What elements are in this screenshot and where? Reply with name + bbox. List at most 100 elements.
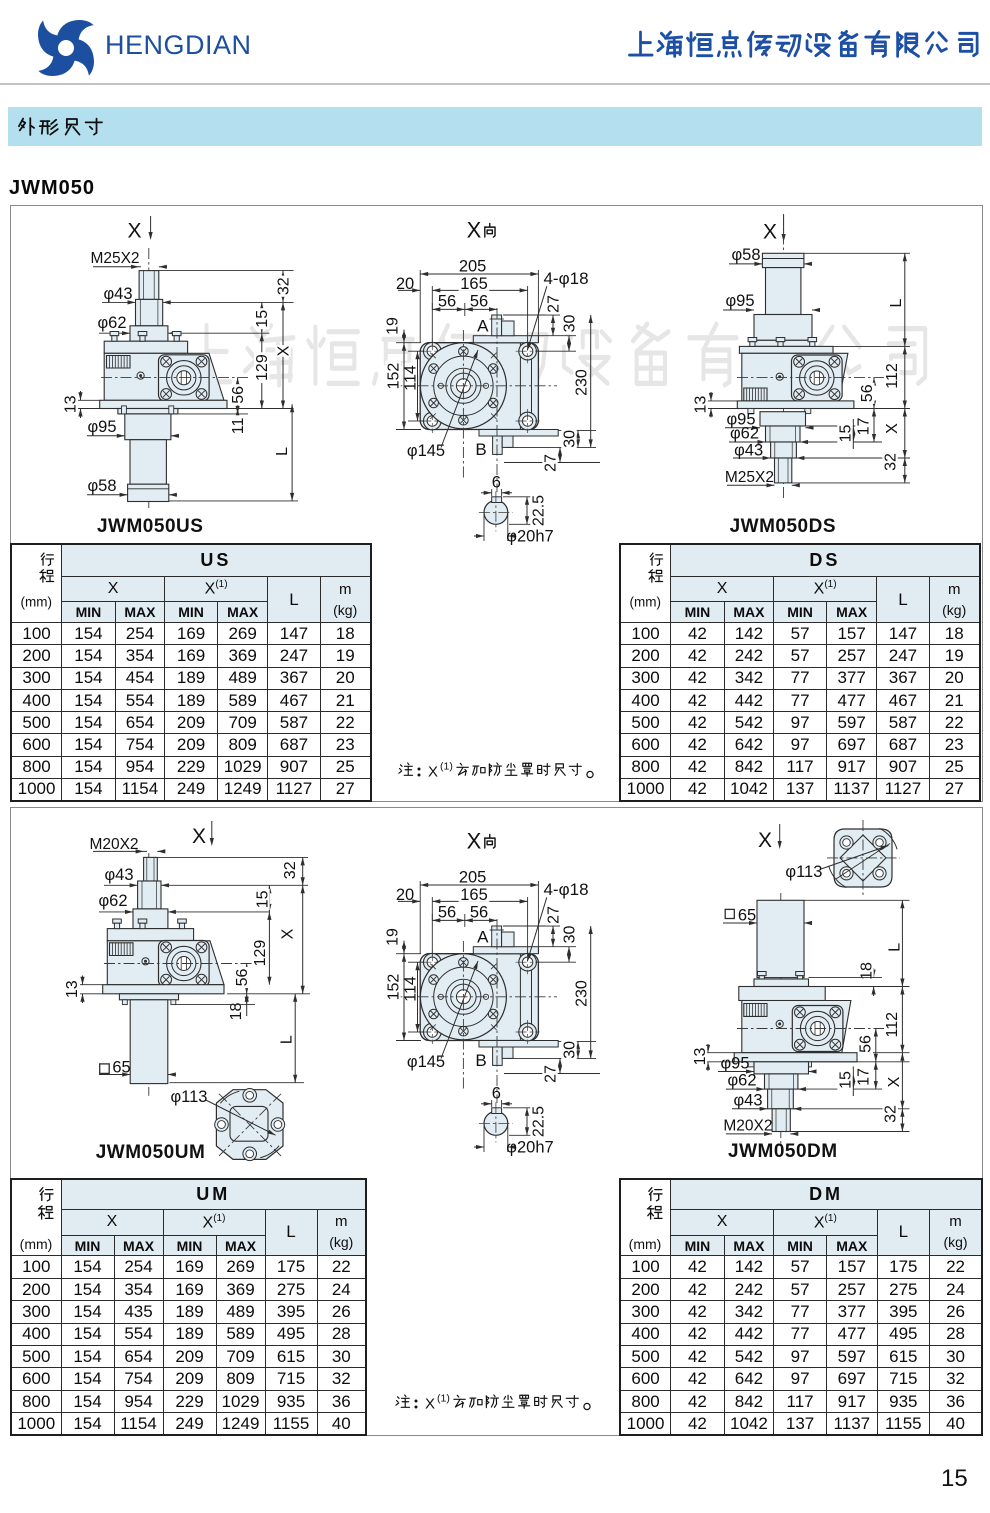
svg-text:φ95: φ95	[720, 1055, 749, 1073]
svg-text:L: L	[888, 298, 905, 307]
svg-text:M20X2: M20X2	[89, 836, 138, 853]
svg-text:M25X2: M25X2	[725, 469, 774, 486]
svg-text:30: 30	[561, 926, 578, 944]
svg-text:27: 27	[545, 295, 562, 313]
svg-text:φ95: φ95	[725, 292, 754, 310]
svg-text:22.5: 22.5	[530, 495, 547, 526]
svg-text:φ43: φ43	[103, 285, 132, 303]
svg-text:11: 11	[230, 417, 247, 434]
svg-text:φ20h7: φ20h7	[506, 528, 553, 546]
svg-text:65: 65	[112, 1059, 130, 1077]
svg-text:56: 56	[859, 384, 876, 402]
svg-text:18: 18	[228, 1003, 245, 1021]
svg-text:(mm): (mm)	[629, 1236, 662, 1252]
svg-text:φ62: φ62	[97, 314, 126, 332]
svg-text:(mm): (mm)	[20, 1236, 53, 1252]
svg-text:JWM050DM: JWM050DM	[728, 1141, 838, 1162]
svg-text:6: 6	[492, 474, 501, 492]
svg-text:32: 32	[282, 861, 299, 879]
svg-text:205: 205	[459, 869, 487, 887]
svg-text:129: 129	[254, 354, 271, 381]
svg-text:φ145: φ145	[407, 442, 445, 460]
svg-text:114: 114	[402, 976, 419, 1002]
svg-text:205: 205	[459, 258, 487, 276]
svg-text:φ58: φ58	[87, 477, 116, 495]
svg-text:X: X	[192, 825, 206, 848]
svg-text:32: 32	[275, 277, 292, 295]
svg-text:19: 19	[384, 928, 401, 946]
svg-text:32: 32	[882, 453, 899, 471]
svg-text:27: 27	[542, 454, 559, 472]
svg-text:X: X	[275, 345, 292, 356]
svg-text:L: L	[274, 447, 291, 456]
svg-text:56: 56	[438, 293, 456, 311]
svg-text:129: 129	[252, 940, 269, 967]
svg-text:112: 112	[884, 1012, 901, 1038]
svg-text:112: 112	[884, 363, 901, 389]
svg-text:15: 15	[837, 425, 854, 443]
svg-text:φ62: φ62	[98, 892, 127, 910]
svg-text:φ113: φ113	[170, 1088, 207, 1106]
svg-text:φ95: φ95	[726, 411, 755, 429]
svg-text:20: 20	[396, 886, 414, 904]
svg-text:13: 13	[692, 396, 709, 414]
svg-text:20: 20	[396, 275, 414, 293]
svg-text:13: 13	[692, 1048, 709, 1066]
svg-text:165: 165	[460, 886, 488, 904]
svg-text:φ43: φ43	[104, 866, 133, 884]
svg-text:φ145: φ145	[407, 1053, 445, 1071]
svg-text:A: A	[477, 317, 489, 336]
svg-text:56: 56	[470, 293, 488, 311]
svg-text:13: 13	[64, 980, 81, 998]
svg-text:230: 230	[573, 980, 590, 1007]
svg-text:114: 114	[402, 365, 419, 391]
svg-text:6: 6	[492, 1085, 501, 1103]
svg-text:27: 27	[545, 906, 562, 924]
svg-text:19: 19	[384, 317, 401, 335]
svg-text:φ62: φ62	[730, 425, 759, 443]
svg-text:15: 15	[254, 310, 271, 328]
svg-text:B: B	[475, 1051, 486, 1070]
svg-text:X: X	[127, 220, 141, 243]
svg-text:X: X	[884, 423, 901, 434]
svg-text:L: L	[886, 943, 903, 952]
svg-text:X: X	[467, 829, 482, 854]
svg-text:4-φ18: 4-φ18	[543, 880, 588, 899]
svg-text:15: 15	[837, 1071, 854, 1089]
svg-text:(1): (1)	[440, 761, 453, 773]
svg-text:(mm): (mm)	[630, 595, 661, 610]
svg-text:B: B	[475, 440, 486, 459]
svg-text:φ43: φ43	[734, 442, 763, 460]
svg-text:A: A	[477, 928, 489, 947]
svg-text:152: 152	[385, 363, 402, 390]
svg-text:φ20h7: φ20h7	[506, 1139, 553, 1157]
svg-text:27: 27	[542, 1065, 559, 1083]
svg-text:φ113: φ113	[785, 863, 822, 881]
svg-text:X: X	[279, 928, 296, 939]
svg-text:56: 56	[230, 386, 247, 404]
svg-text:JWM050US: JWM050US	[97, 516, 203, 537]
svg-text:X: X	[467, 218, 482, 243]
svg-text:X: X	[763, 221, 777, 244]
svg-text:17: 17	[855, 1068, 872, 1086]
svg-text:φ62: φ62	[727, 1072, 756, 1090]
svg-text:13: 13	[62, 395, 79, 413]
svg-text:56: 56	[234, 969, 251, 987]
svg-text:X: X	[758, 829, 772, 852]
svg-text:56: 56	[470, 904, 488, 922]
svg-text:L: L	[278, 1035, 295, 1044]
svg-text:56: 56	[438, 904, 456, 922]
svg-text:X: X	[886, 1076, 903, 1087]
svg-text:(mm): (mm)	[21, 595, 52, 610]
svg-text:15: 15	[254, 890, 271, 908]
svg-text:65: 65	[738, 907, 756, 925]
svg-text:M20X2: M20X2	[723, 1118, 772, 1135]
svg-text:X: X	[425, 1396, 435, 1413]
svg-text:30: 30	[561, 315, 578, 333]
svg-text:φ43: φ43	[733, 1092, 762, 1110]
svg-text:152: 152	[385, 974, 402, 1001]
svg-text:230: 230	[573, 369, 590, 396]
svg-text:22.5: 22.5	[530, 1106, 547, 1137]
svg-text:17: 17	[855, 418, 872, 436]
svg-text:30: 30	[561, 1041, 578, 1059]
